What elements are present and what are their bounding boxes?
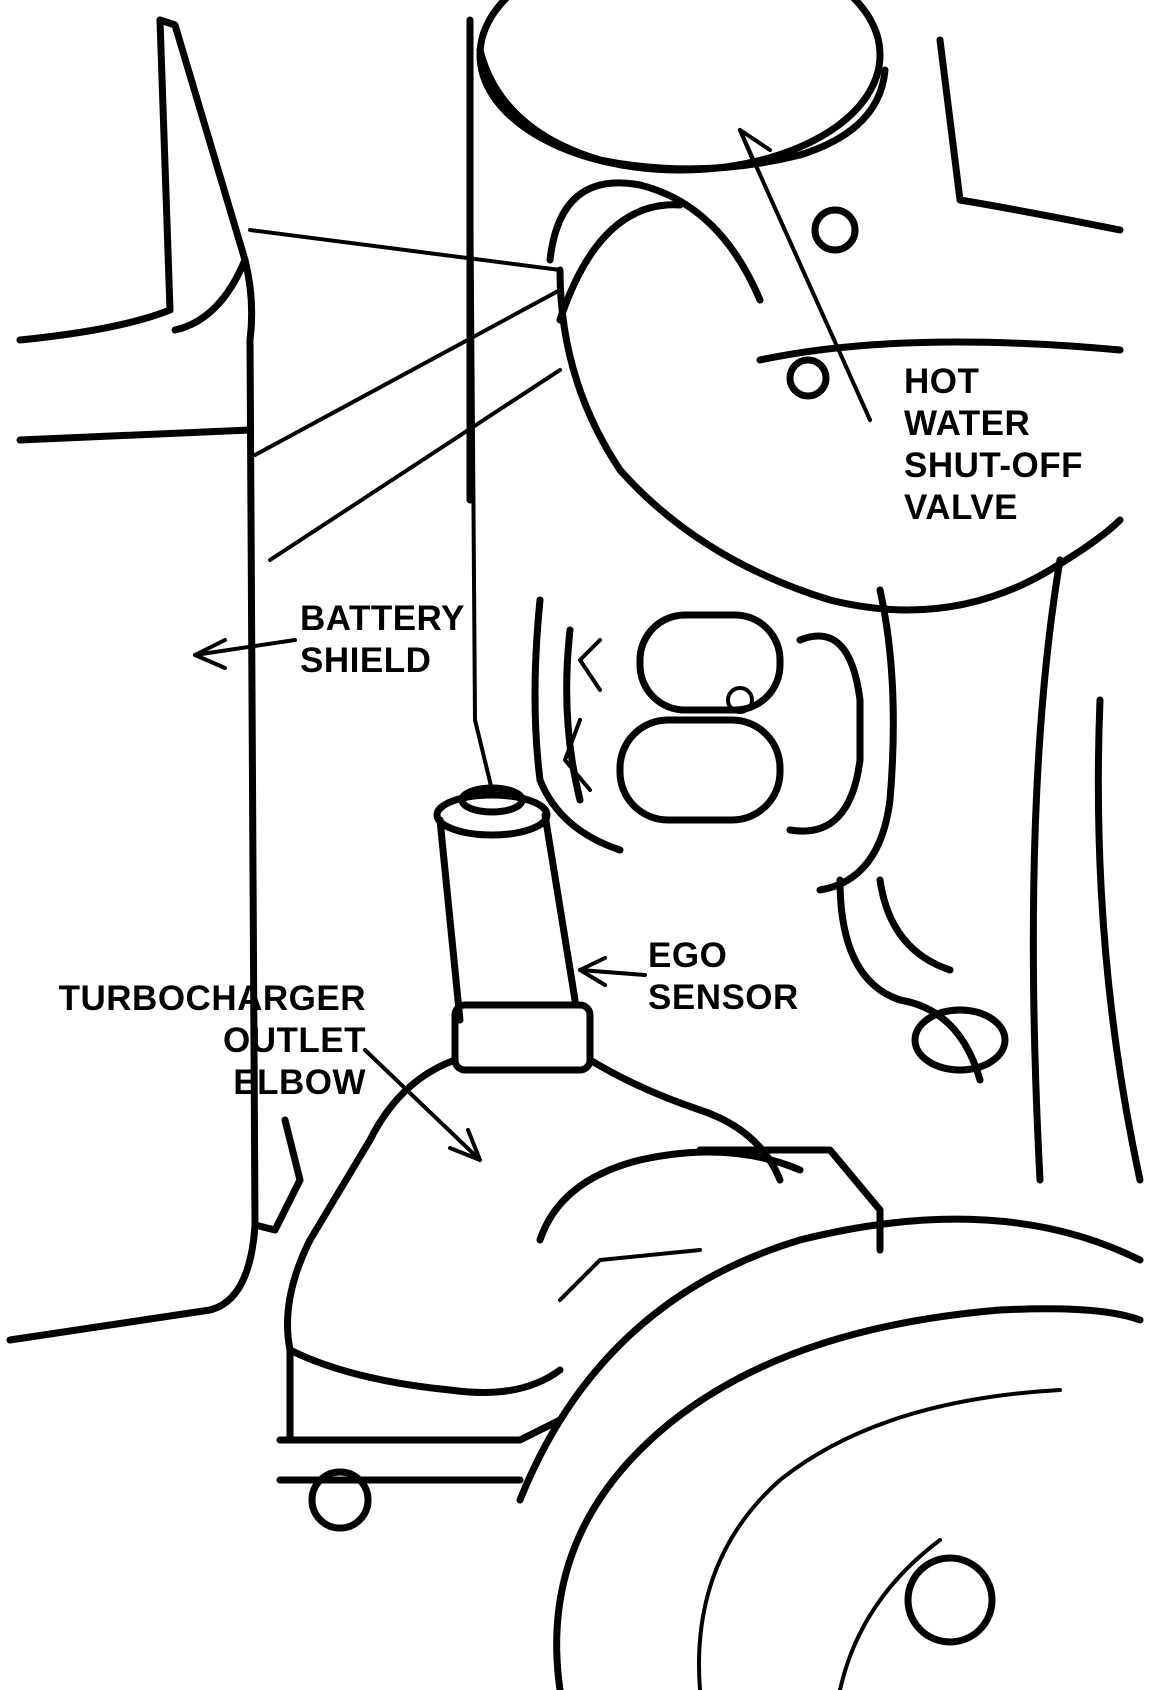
hoses-drawing xyxy=(531,586,1009,1084)
hot-water-label-line-3: SHUT-OFF xyxy=(904,446,1083,485)
turbo-label-line-2: OUTLET xyxy=(223,1021,366,1060)
ego-sensor-label-line-2: SENSOR xyxy=(648,978,799,1017)
battery-shield-drawing xyxy=(6,16,562,1344)
turbocharger-drawing xyxy=(276,556,1144,1690)
battery-shield-label-line-2: SHIELD xyxy=(300,641,432,680)
hot-water-shutoff-valve-label: HOT WATER SHUT-OFF VALVE xyxy=(904,361,1083,529)
hot-water-label-line-4: VALVE xyxy=(904,488,1018,527)
battery-shield-label-line-1: BATTERY xyxy=(300,599,465,638)
turbo-label-line-3: ELBOW xyxy=(233,1063,366,1102)
turbocharger-outlet-elbow-label: TURBOCHARGER OUTLET ELBOW xyxy=(30,978,366,1104)
hot-water-label-line-1: HOT xyxy=(904,362,980,401)
ego-sensor-label: EGO SENSOR xyxy=(648,935,799,1019)
ego-sensor-drawing xyxy=(433,18,594,1074)
hot-water-label-line-2: WATER xyxy=(904,404,1031,443)
turbo-label-line-1: TURBOCHARGER xyxy=(58,979,366,1018)
ego-sensor-label-line-1: EGO xyxy=(648,936,728,975)
battery-shield-label: BATTERY SHIELD xyxy=(300,598,465,682)
leader-arrows xyxy=(193,638,647,1162)
